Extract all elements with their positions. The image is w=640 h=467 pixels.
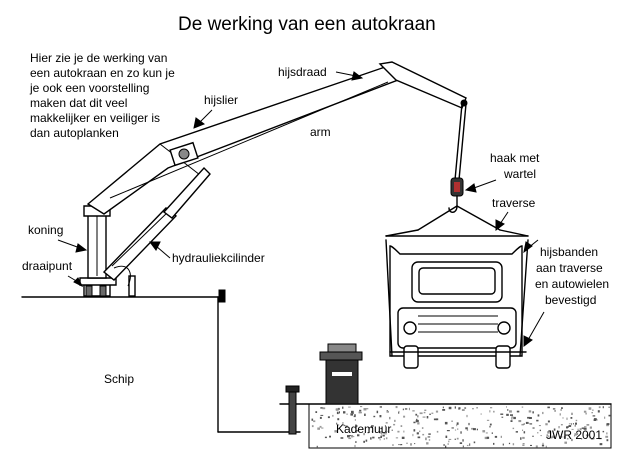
label-schip: Schip (104, 372, 134, 386)
intro-line-2: een autokraan en zo kun je (30, 66, 175, 80)
label-hydrauliekcilinder: hydrauliekcilinder (172, 251, 265, 265)
crane-base (79, 275, 136, 297)
crane-winch (169, 141, 199, 167)
lifted-car (385, 239, 529, 369)
diagram-title: De werking van een autokraan (178, 14, 436, 35)
label-arm: arm (310, 125, 331, 139)
label-hijsbanden-group: hijsbanden aan traverse en autowielen be… (523, 239, 609, 347)
crane-boom (86, 61, 468, 215)
label-draaipunt-group: draaipunt (22, 259, 84, 288)
label-hijsdraad-group: hijsdraad (278, 65, 364, 81)
label-koning: koning (28, 223, 63, 237)
signature: JWR 2001 (546, 428, 602, 442)
label-hijslier: hijslier (204, 93, 238, 107)
intro-line-6: dan autoplanken (30, 126, 119, 140)
ship-hull (21, 289, 301, 433)
label-hijsbanden-line1: hijsbanden (540, 245, 598, 259)
intro-line-4: maken dat dit veel (30, 96, 127, 110)
label-hijsbanden-line3: en autowielen (535, 277, 609, 291)
label-hijsbanden-line2: aan traverse (536, 261, 603, 275)
intro-line-3: je ook een voorstelling (29, 81, 149, 95)
quay-bollard (319, 343, 363, 405)
fender-post (285, 385, 300, 435)
label-traverse-group: traverse (492, 196, 536, 231)
label-haak-group: haak met wartel (464, 151, 540, 193)
label-hijsdraad: hijsdraad (278, 65, 327, 79)
label-hydrauliekcilinder-group: hydrauliekcilinder (149, 241, 265, 265)
label-haak-line2: wartel (503, 167, 536, 181)
hoist-wire (454, 103, 467, 181)
crane-king-post (83, 205, 111, 279)
intro-line-5: makkelijker en veiliger is (30, 111, 160, 125)
label-koning-group: koning (28, 223, 88, 253)
intro-line-1: Hier zie je de werking van (30, 51, 167, 65)
traverse-beam (385, 205, 529, 237)
quay-wall (279, 403, 612, 449)
label-traverse: traverse (492, 196, 536, 210)
label-haak-line1: haak met (490, 151, 540, 165)
label-kademuur: Kademuur (336, 422, 391, 436)
label-draaipunt: draaipunt (22, 259, 73, 273)
crane-hydraulic-cylinder (102, 166, 211, 287)
quay-texture (311, 406, 611, 448)
label-hijsbanden-line4: bevestigd (545, 293, 596, 307)
label-hijslier-group: hijslier (193, 93, 238, 129)
